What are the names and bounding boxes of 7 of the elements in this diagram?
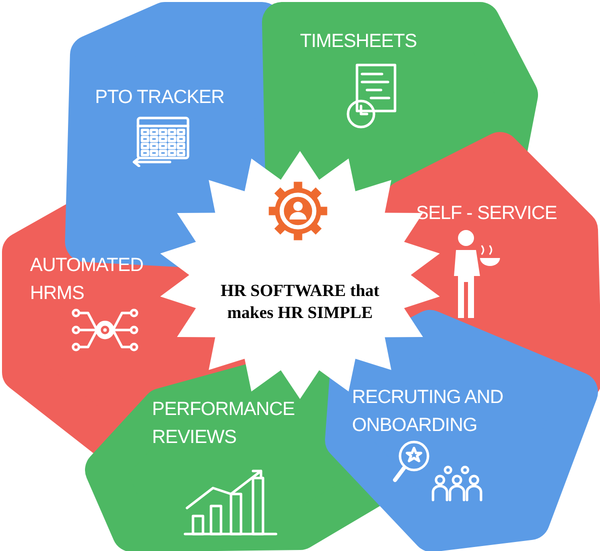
petal-label: PERFORMANCE REVIEWS [152,398,296,450]
petal-label: RECRUTING AND ONBOARDING [352,386,504,438]
petal-label: SELF - SERVICE [416,202,558,226]
center-title: HR SOFTWARE that makes HR SIMPLE [220,280,380,324]
petal-label: TIMESHEETS [300,30,418,54]
petal-label: AUTOMATED HRMS [30,254,144,306]
petal-label: PTO TRACKER [95,86,226,110]
